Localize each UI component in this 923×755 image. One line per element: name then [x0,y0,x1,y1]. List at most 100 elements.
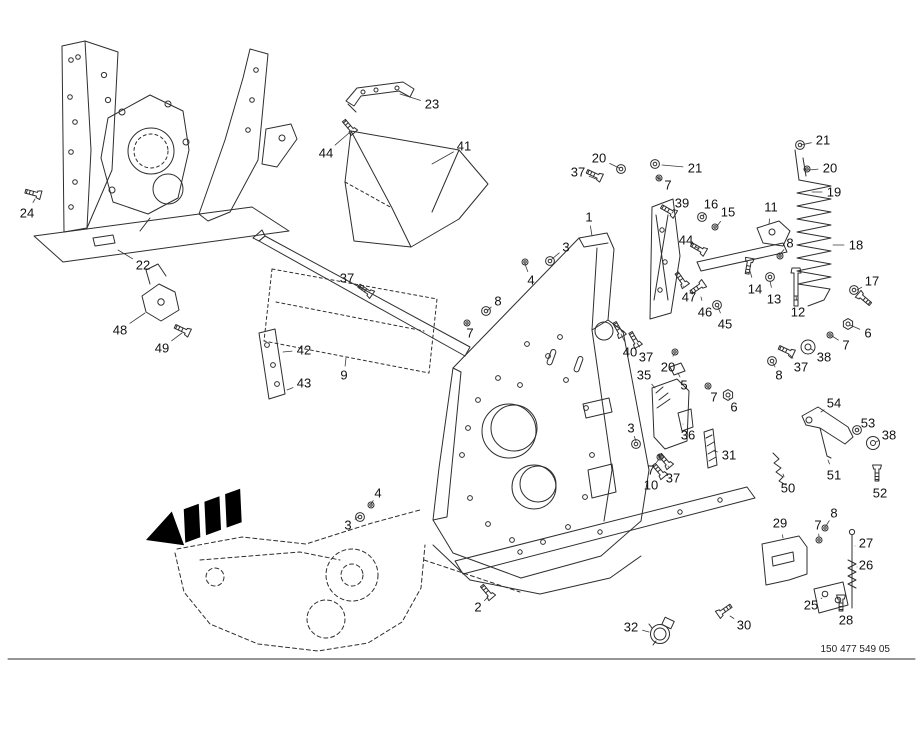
callout-8: 8 [494,294,501,309]
callout-12: 12 [791,305,805,320]
leader-line-17 [856,286,863,291]
callout-39: 39 [675,196,689,211]
callout-6: 6 [730,400,737,415]
leader-line-46 [700,296,703,301]
callout-18: 18 [849,238,863,253]
strap-42 [258,328,286,400]
bracket-23 [345,81,415,113]
leader-line-1 [590,225,593,237]
callout-22: 22 [136,258,150,273]
callout-23: 23 [425,97,439,112]
callout-51: 51 [827,468,841,483]
leader-line-42 [282,350,293,353]
callout-41: 41 [457,139,471,154]
fasteners [23,117,882,619]
callout-7: 7 [814,518,821,533]
leader-line-8 [825,520,830,527]
callout-7: 7 [466,326,473,341]
leader-line-3 [551,252,560,260]
callout-7: 7 [647,463,654,478]
callout-28: 28 [839,613,853,628]
callout-37: 37 [794,360,808,375]
leader-line-38 [875,440,879,443]
callout-37: 37 [571,165,585,180]
leader-line-44 [334,132,350,146]
callout-37: 37 [639,350,653,365]
leader-line-35 [651,383,656,389]
callout-7: 7 [842,338,849,353]
callout-32: 32 [624,620,638,635]
leader-line-37 [356,284,368,292]
leader-line-20 [609,162,620,169]
leader-line-13 [769,280,772,288]
leader-line-3 [354,515,360,520]
support-bar-9 [252,229,471,374]
callout-25: 25 [804,598,818,613]
callout-48: 48 [113,323,127,338]
spring-50 [772,452,787,486]
leader-line-10 [658,474,661,477]
callout-10: 10 [644,478,658,493]
callout-3: 3 [627,421,634,436]
callout-46: 46 [698,305,712,320]
callout-45: 45 [718,317,732,332]
leader-line-7 [656,176,662,181]
leader-line-5 [677,372,681,378]
leader-line-39 [671,211,674,214]
leader-line-50 [782,473,785,478]
leader-line-29 [782,534,784,539]
leader-line-11 [768,218,770,225]
callout-24: 24 [20,206,34,221]
callout-38: 38 [817,350,831,365]
leader-line-41 [431,151,454,165]
callout-54: 54 [827,396,841,411]
leader-line-14 [749,270,753,278]
callout-4: 4 [374,486,381,501]
leader-line-6 [728,397,730,400]
callout-29: 29 [773,516,787,531]
rod-27-spring-26 [847,528,857,609]
leader-line-16 [702,213,705,217]
leader-line-12 [795,295,797,301]
leader-line-6 [849,324,861,330]
callout-21: 21 [816,133,830,148]
callout-3: 3 [562,240,569,255]
drawing-number: 150 477 549 05 [820,644,890,655]
leader-line-2 [483,596,489,601]
callout-52: 52 [873,486,887,501]
leader-line-21 [661,164,684,168]
leader-line-4 [524,263,529,273]
leader-line-44 [695,246,700,250]
leader-line-49 [171,332,183,342]
lower-frame [432,486,756,595]
leader-line-7 [831,335,839,341]
leader-line-43 [286,387,294,391]
callout-37: 37 [666,471,680,486]
leader-line-37 [789,354,794,359]
callout-47: 47 [682,290,696,305]
callout-40: 40 [623,345,637,360]
callout-7: 7 [710,390,717,405]
callout-4: 4 [527,273,534,288]
callout-11: 11 [764,200,778,215]
callout-44: 44 [679,233,693,248]
leader-line-37 [636,342,640,348]
callout-43: 43 [297,376,311,391]
callout-3: 3 [344,518,351,533]
leader-line-25 [820,597,823,599]
machine-silhouette [174,509,521,652]
leader-line-38 [810,348,815,352]
callout-8: 8 [830,506,837,521]
leader-line-7 [708,387,710,390]
leader-line-32 [642,629,650,633]
leader-line-21 [800,142,812,146]
lever-54 [801,406,854,459]
leader-line-3 [633,435,637,442]
callout-17: 17 [865,274,879,289]
callout-13: 13 [767,292,781,307]
callout-16: 16 [704,197,718,212]
callout-38: 38 [882,428,896,443]
leader-line-8 [772,362,776,368]
